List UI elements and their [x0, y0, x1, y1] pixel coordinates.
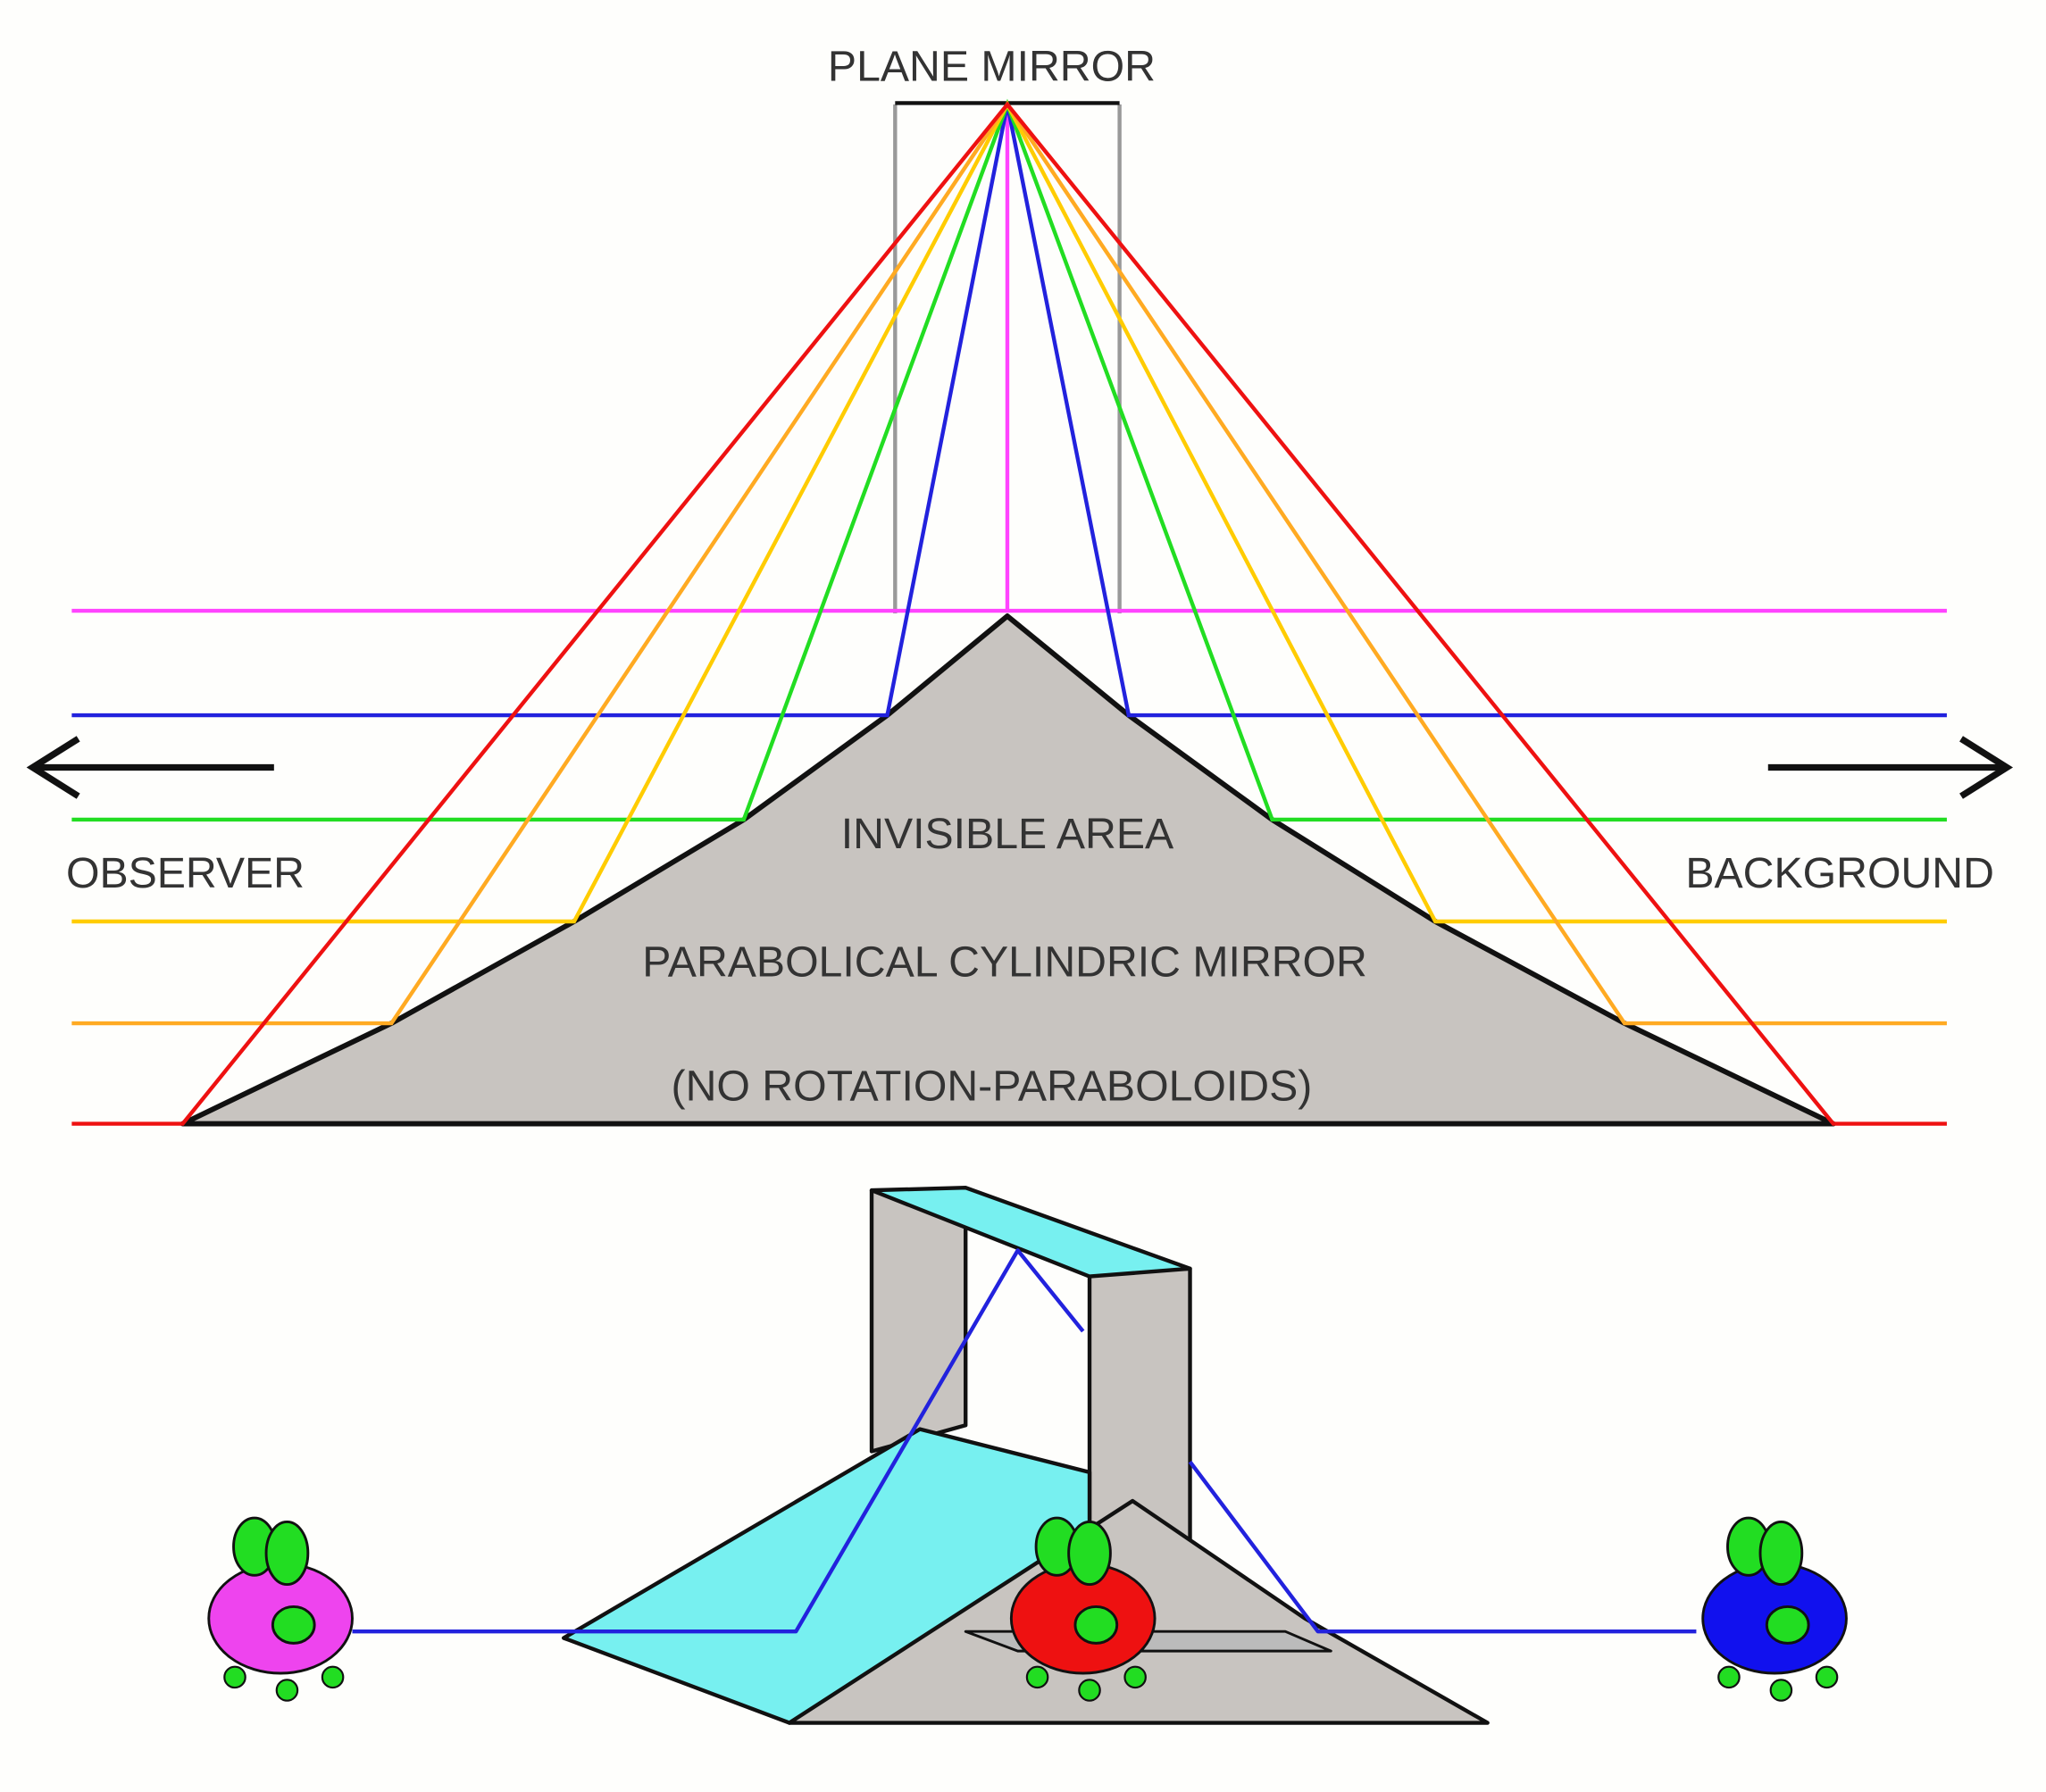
ray-red	[71, 101, 1947, 1126]
observer-figure	[1009, 1516, 1157, 1702]
observer-figure	[1701, 1516, 1848, 1702]
parabolic-mirror-label: PARABOLICAL CYLINDRIC MIRROR	[642, 938, 1367, 986]
light-rays	[71, 98, 1947, 1126]
background-label: BACKGROUND	[1685, 849, 1994, 897]
observer-figure	[207, 1516, 354, 1702]
observers-figures	[207, 1516, 1848, 1702]
plane-mirror-label: PLANE MIRROR	[828, 43, 1156, 91]
arrow-right-icon	[1767, 736, 2014, 799]
parabolic-mirror-section	[180, 613, 1836, 1127]
arrow-left-icon	[26, 736, 274, 799]
invisible-area-label: INVISIBLE AREA	[841, 810, 1174, 858]
observer-label: OBSERVER	[66, 849, 305, 897]
note-label: (NO ROTATION-PARABOLOIDS)	[672, 1062, 1313, 1110]
